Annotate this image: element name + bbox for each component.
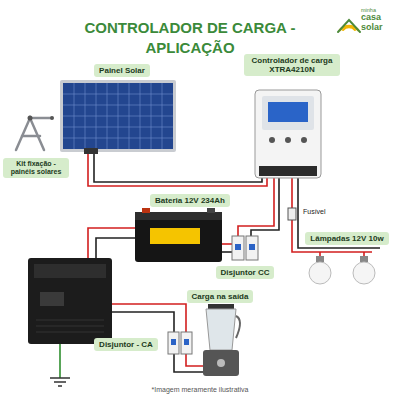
dc-breaker (235, 244, 241, 250)
logo-icon (338, 20, 360, 32)
mounting-kit (22, 135, 40, 138)
component-tag: Bateria 12V 234Ah (150, 194, 230, 207)
ground-symbol (59, 344, 61, 378)
tag-text: Disjuntor CC (221, 268, 270, 277)
panel-wires (88, 152, 267, 186)
blender (206, 309, 236, 350)
battery-wires (222, 251, 232, 253)
ac-wires (174, 354, 204, 372)
panel-wires (88, 152, 267, 186)
lamps (309, 262, 331, 284)
battery-wires (238, 178, 274, 236)
component-tag: Disjuntor CC (216, 266, 275, 279)
component-tag: Lâmpadas 12V 10w (305, 232, 388, 245)
dc-breaker (232, 236, 258, 260)
tag-text: Bateria 12V 234Ah (155, 196, 225, 205)
ac-wires (112, 312, 174, 332)
fuse-label: Fusível (303, 208, 326, 216)
component-tag: Painel Solar (94, 64, 150, 77)
tag-text: Disjuntor - CA (99, 340, 153, 349)
inverter-wires (96, 238, 135, 258)
solar-panel (63, 83, 173, 149)
mounting-kit (30, 117, 52, 120)
charge-controller (255, 90, 321, 178)
blender (203, 350, 239, 376)
battery-wires (251, 178, 279, 236)
mounting-kit (16, 118, 44, 150)
ground-symbol (50, 344, 70, 386)
tag-text: Controlador de carga XTRA4210N (249, 56, 335, 74)
logo-icon (338, 20, 360, 32)
lamp-wires (320, 252, 364, 256)
tag-text: Carga na saída (192, 292, 249, 301)
inverter (28, 258, 112, 344)
component-tag: Controlador de carga XTRA4210N (244, 54, 340, 76)
inverter (36, 320, 104, 332)
dc-breaker (232, 236, 244, 260)
inverter (28, 258, 112, 344)
battery (150, 228, 200, 244)
inverter-wires (88, 228, 135, 258)
charge-controller (259, 166, 317, 176)
ac-breaker (171, 339, 176, 345)
fuse-symbol (288, 208, 296, 220)
blender (203, 304, 240, 376)
inverter (34, 264, 106, 278)
lamps (360, 256, 368, 262)
lamps (353, 262, 375, 284)
ac-wires (112, 304, 186, 332)
solar-panel (60, 80, 176, 152)
tag-text: Lâmpadas 12V 10w (310, 234, 383, 243)
ac-breaker (184, 339, 189, 345)
logo-text: casa solar (361, 13, 395, 33)
blender (217, 359, 225, 367)
mounting-kit (28, 116, 33, 121)
battery (135, 212, 222, 262)
solar-panel (63, 83, 173, 149)
charge-controller (269, 137, 275, 143)
tag-text: Painel Solar (99, 66, 145, 75)
caption: *Imagem meramente ilustrativa (152, 386, 249, 394)
component-tag: Kit fixação - painéis solares (3, 158, 69, 178)
charge-controller (268, 102, 308, 122)
inverter-wires (88, 228, 135, 258)
blender (208, 304, 234, 309)
inverter (40, 292, 64, 306)
battery (135, 208, 222, 262)
solar-panel (60, 80, 176, 154)
component-tag: Carga na saída (187, 290, 254, 303)
blender (236, 316, 240, 338)
dc-breaker (246, 236, 258, 260)
battery (207, 208, 215, 213)
ground-symbol (50, 378, 70, 386)
ac-breaker (168, 332, 192, 354)
lamps (316, 256, 324, 262)
ac-breaker (181, 332, 192, 354)
ac-wires (186, 354, 204, 366)
diagram-title: CONTROLADOR DE CARGA - APLICAÇÃO (65, 18, 315, 57)
ac-breaker (168, 332, 179, 354)
mounting-kit (16, 116, 54, 151)
fuse-symbol (288, 208, 296, 220)
component-tag: Disjuntor - CA (94, 338, 158, 351)
mounting-kit (50, 116, 54, 120)
tag-text: Kit fixação - painéis solares (8, 160, 64, 176)
battery (135, 212, 222, 220)
charge-controller (255, 90, 321, 178)
lamps (309, 256, 375, 284)
panel-wires (94, 152, 262, 182)
solar-panel (84, 148, 98, 154)
logo-icon (343, 27, 355, 30)
charge-controller (285, 137, 291, 143)
battery (142, 208, 150, 213)
charge-controller (301, 137, 307, 143)
battery-wires (222, 243, 232, 245)
dc-breaker (249, 244, 255, 250)
charge-controller (262, 96, 314, 130)
